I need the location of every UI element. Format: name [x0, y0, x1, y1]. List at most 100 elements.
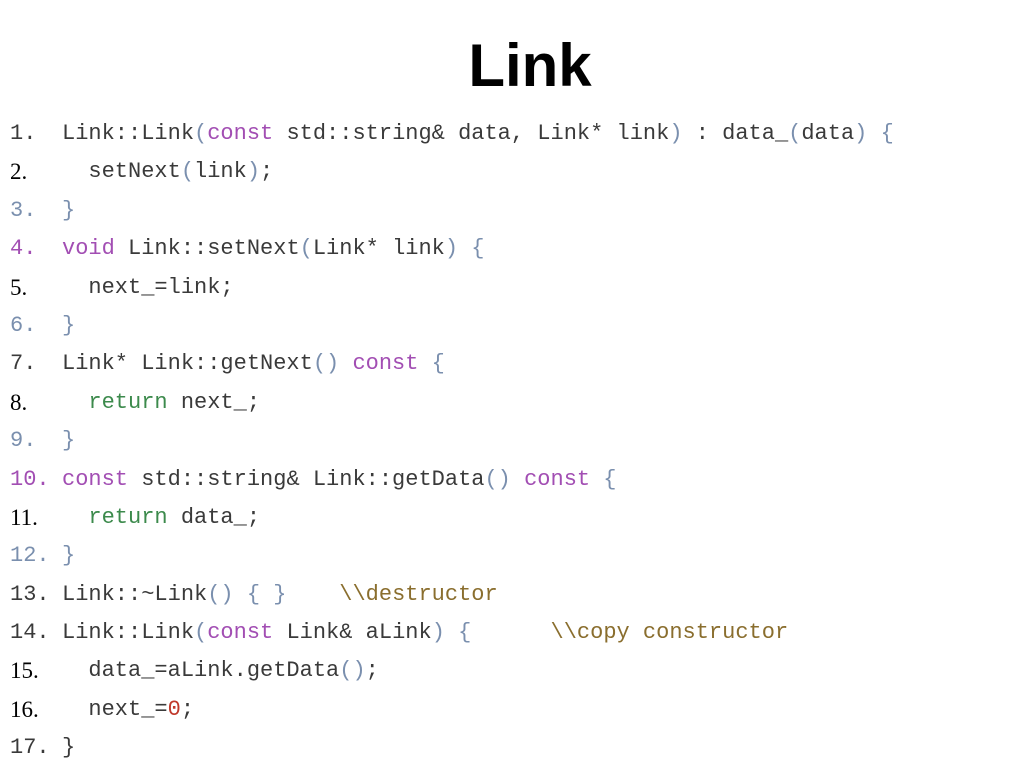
code-text: Link* Link::getNext() const {: [62, 345, 445, 383]
code-token-punct: ): [669, 121, 683, 146]
code-text: }: [62, 537, 75, 575]
code-token-keyword: const: [510, 466, 591, 492]
code-text: next_=link;: [62, 269, 234, 307]
code-line: 5. next_=link;: [10, 269, 1020, 307]
code-token-return: return: [88, 389, 168, 415]
code-line: 3.}: [10, 192, 1020, 230]
code-text: }: [62, 729, 75, 767]
code-line: 7. Link* Link::getNext() const {: [10, 345, 1020, 383]
code-token-punct: (: [180, 159, 195, 185]
code-line: 8. return next_;: [10, 384, 1020, 422]
code-token-punct: (: [194, 620, 208, 646]
code-token-punct: ): [246, 159, 261, 185]
line-number: 16.: [10, 696, 39, 722]
code-token-default: next_=: [62, 696, 168, 722]
line-number: 9.: [10, 428, 37, 454]
code-text: data_=aLink.getData();: [62, 652, 379, 690]
code-token-default: ;: [180, 696, 195, 722]
code-line: 9.}: [10, 422, 1020, 460]
code-text: const std::string& Link::getData() const…: [62, 461, 617, 499]
code-token-default: data_=aLink.getData: [62, 658, 340, 684]
code-text: }: [62, 307, 75, 345]
code-line: 1.Link::Link(const std::string& data, Li…: [10, 115, 1020, 153]
line-number: 1.: [10, 121, 37, 146]
code-text: }: [62, 422, 75, 460]
code-token-default: next_=link;: [62, 274, 234, 300]
code-token-default: data_;: [167, 504, 261, 530]
code-token-punct: }: [62, 312, 76, 338]
code-text: Link::Link(const Link& aLink) { \\copy c…: [62, 614, 788, 652]
code-line: 10. const std::string& Link::getData() co…: [10, 461, 1020, 499]
code-token-punct: }: [62, 197, 76, 223]
code-token-default: next_;: [167, 389, 261, 415]
code-token-keyword: const: [339, 351, 419, 377]
code-token-default: [62, 390, 88, 415]
code-token-number: 0: [167, 696, 181, 722]
code-token-default: : data_: [682, 121, 789, 146]
code-listing: 1.Link::Link(const std::string& data, Li…: [10, 115, 1020, 768]
code-token-default: Link& aLink: [273, 620, 432, 646]
code-text: return data_;: [62, 499, 260, 537]
code-text: }: [62, 192, 75, 230]
code-token-punct: (: [194, 121, 208, 146]
code-token-default: Link* Link::getNext: [62, 351, 313, 377]
code-text: void Link::setNext(Link* link) {: [62, 230, 485, 268]
code-token-keyword: const: [207, 620, 274, 646]
code-token-default: std::string& data, Link* link: [273, 121, 670, 146]
line-number: 2.: [10, 159, 28, 185]
code-token-return: return: [88, 504, 168, 530]
code-token-punct: (): [339, 658, 366, 684]
line-number: 6.: [10, 312, 37, 338]
code-line: 4. void Link::setNext(Link* link) {: [10, 230, 1020, 268]
code-text: next_=0;: [62, 691, 194, 729]
code-token-punct: (): [207, 581, 234, 607]
code-token-punct: {: [867, 121, 894, 146]
code-token-punct: {: [590, 466, 617, 492]
code-token-default: ;: [365, 658, 379, 684]
line-number: 3.: [10, 197, 37, 223]
line-number: 7.: [10, 351, 37, 377]
code-text: Link::Link(const std::string& data, Link…: [62, 115, 894, 153]
code-token-keyword: void: [62, 236, 115, 262]
code-token-default: ;: [260, 159, 274, 185]
slide-title: Link: [468, 32, 592, 99]
code-token-punct: ): [854, 121, 868, 146]
line-number: 11.: [10, 504, 38, 530]
code-token-default: link: [194, 159, 247, 185]
code-token-punct: ): [444, 236, 459, 262]
code-token-default: Link::setNext: [114, 236, 300, 262]
line-number: 15.: [10, 658, 39, 684]
code-text: Link::~Link() { } \\destructor: [62, 576, 498, 614]
code-token-default: Link::Link: [62, 121, 195, 146]
line-number: 4.: [10, 236, 37, 262]
code-line: 17.}: [10, 729, 1020, 767]
code-token-punct: (): [312, 351, 340, 377]
code-token-punct: {: [418, 351, 445, 377]
code-token-punct: (): [484, 466, 511, 492]
code-text: return next_;: [62, 384, 260, 422]
code-token-punct: {: [458, 236, 485, 262]
code-token-default: [62, 505, 88, 530]
line-number: 17.: [10, 735, 50, 761]
code-token-punct: { }: [233, 581, 287, 607]
code-line: 6.}: [10, 307, 1020, 345]
code-token-comment: \\copy constructor: [471, 620, 789, 646]
code-line: 14.Link::Link(const Link& aLink) { \\cop…: [10, 614, 1020, 652]
code-token-punct: (: [788, 121, 802, 146]
line-number: 13.: [10, 581, 50, 607]
line-number: 8.: [10, 389, 28, 415]
code-token-punct: }: [62, 428, 76, 454]
code-token-default: data: [801, 121, 855, 146]
code-token-default: Link* link: [312, 236, 445, 262]
code-token-default: Link::~Link: [62, 581, 208, 607]
line-number: 5.: [10, 274, 28, 300]
code-token-punct: (: [299, 236, 313, 262]
code-line: 12.}: [10, 537, 1020, 575]
code-token-keyword: const: [207, 121, 274, 146]
code-token-default: }: [62, 735, 76, 761]
line-number: 12.: [10, 543, 50, 569]
line-number: 10.: [10, 466, 50, 492]
code-token-punct: ): [431, 620, 445, 646]
code-line: 13. Link::~Link() { } \\destructor: [10, 576, 1020, 614]
